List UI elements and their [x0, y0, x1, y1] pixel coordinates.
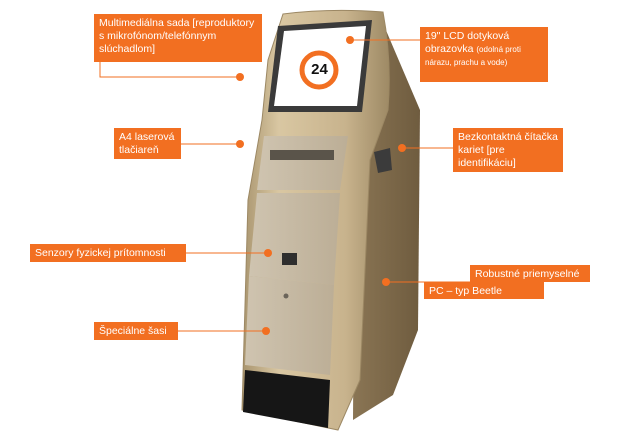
- pointer-dot-multimedia: [236, 73, 244, 81]
- callout-pc-line2-text: PC – typ Beetle: [429, 285, 502, 297]
- printer-panel: [257, 136, 348, 190]
- pointer-dot-lcd: [346, 36, 354, 44]
- callout-pc-line2: PC – typ Beetle: [424, 282, 544, 299]
- leader-multimedia: [99, 62, 240, 78]
- pointer-dot-pc: [382, 278, 390, 286]
- pointer-dot-card-reader: [398, 144, 406, 152]
- pointer-dot-printer: [236, 140, 244, 148]
- callout-card-reader: Bezkontaktná čítačka kariet [pre identif…: [453, 128, 563, 172]
- callout-pc-line1-text: Robustné priemyselné: [475, 268, 580, 280]
- printer-slot: [270, 150, 334, 160]
- callout-printer: A4 laserová tlačiareň: [114, 128, 181, 159]
- callout-sensors-text: Senzory fyzickej prítomnosti: [35, 247, 166, 259]
- leader-lines: [99, 39, 470, 332]
- screen-logo: [299, 50, 339, 90]
- screen-logo-text: 24: [311, 61, 328, 78]
- pointer-dot-sensors: [264, 249, 272, 257]
- sensor-window: [282, 253, 297, 265]
- callout-chassis: Špeciálne šasi: [94, 322, 178, 340]
- callout-pc-line1: Robustné priemyselné: [470, 265, 590, 282]
- callout-chassis-text: Špeciálne šasi: [99, 325, 167, 337]
- middle-panel: [249, 193, 340, 285]
- pointer-dot-chassis: [262, 327, 270, 335]
- lower-door: [245, 276, 334, 375]
- callout-lcd: 19" LCD dotyková obrazovka (odolná proti…: [420, 27, 548, 82]
- callout-sensors: Senzory fyzickej prítomnosti: [30, 244, 186, 262]
- callout-printer-text: A4 laserová tlačiareň: [119, 131, 175, 156]
- kiosk-base: [243, 370, 330, 428]
- callout-card-reader-text: Bezkontaktná čítačka kariet [pre identif…: [458, 131, 558, 169]
- callout-multimedia-text: Multimediálna sada [reproduktory s mikro…: [99, 17, 255, 55]
- callout-lcd-text: 19" LCD dotyková obrazovka: [425, 30, 510, 55]
- door-lock: [283, 293, 289, 299]
- card-reader: [374, 148, 392, 173]
- callout-lcd-note: (odolná proti nárazu, prachu a vode): [425, 44, 521, 67]
- callout-multimedia: Multimediálna sada [reproduktory s mikro…: [94, 14, 262, 62]
